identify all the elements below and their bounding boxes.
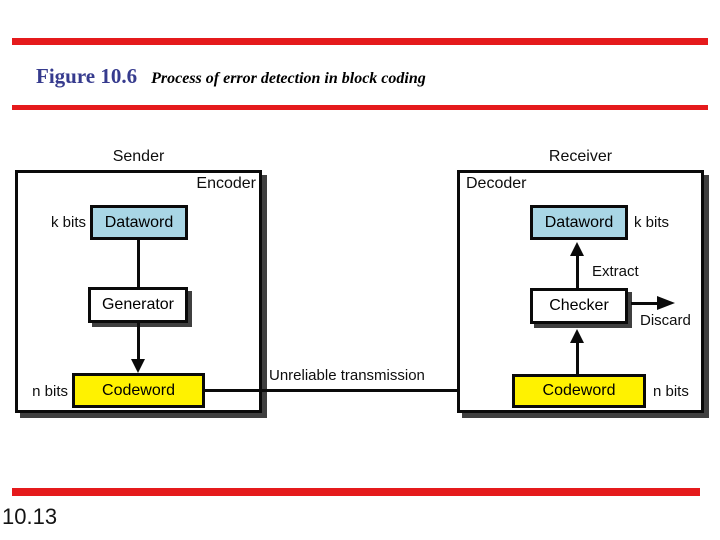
receiver-dataword-label: Dataword bbox=[544, 213, 614, 231]
caption-rule bbox=[12, 105, 708, 110]
checker-box: Checker bbox=[530, 288, 628, 324]
figure-number-label: Figure 10.6 bbox=[36, 64, 138, 88]
sender-codeword-label: Codeword bbox=[102, 381, 175, 399]
generator-to-codeword-line bbox=[137, 323, 140, 361]
receiver-codeword-box: Codeword bbox=[512, 374, 646, 408]
discard-label: Discard bbox=[640, 312, 691, 329]
generator-label: Generator bbox=[101, 296, 175, 313]
codeword-to-checker-line bbox=[576, 341, 579, 374]
receiver-kbits-label: k bits bbox=[634, 214, 670, 231]
checker-to-dataword-line bbox=[576, 254, 579, 288]
receiver-codeword-label: Codeword bbox=[542, 382, 616, 399]
arrowhead-right-icon bbox=[657, 296, 675, 310]
sender-codeword-box: Codeword bbox=[72, 373, 205, 408]
bottom-rule bbox=[12, 488, 700, 496]
receiver-nbits-label: n bits bbox=[653, 383, 689, 400]
transmission-line bbox=[205, 389, 495, 392]
channel-label: Unreliable transmission bbox=[269, 367, 425, 384]
figure-title: Figure 10.6 Process of error detection i… bbox=[36, 64, 426, 89]
sender-dataword-label: Dataword bbox=[104, 213, 174, 231]
sender-kbits-label: k bits bbox=[50, 214, 86, 231]
generator-box: Generator bbox=[88, 287, 188, 323]
figure-caption: Process of error detection in block codi… bbox=[151, 70, 426, 87]
sender-dataword-box: Dataword bbox=[90, 205, 188, 240]
receiver-dataword-box: Dataword bbox=[530, 205, 628, 240]
sender-nbits-label: n bits bbox=[32, 383, 68, 400]
arrowhead-down-icon bbox=[131, 359, 145, 373]
encoder-label: Encoder bbox=[196, 175, 256, 192]
arrowhead-up-icon bbox=[570, 242, 584, 256]
page-number: 10.13 bbox=[2, 504, 58, 529]
discard-line bbox=[631, 302, 659, 305]
checker-label: Checker bbox=[549, 297, 609, 314]
receiver-title: Receiver bbox=[548, 148, 613, 165]
dataword-to-generator-line bbox=[137, 240, 140, 287]
extract-label: Extract bbox=[592, 263, 639, 280]
arrowhead-up-icon bbox=[570, 329, 584, 343]
decoder-label: Decoder bbox=[466, 175, 527, 192]
sender-title: Sender bbox=[112, 148, 165, 165]
top-rule bbox=[12, 38, 708, 45]
